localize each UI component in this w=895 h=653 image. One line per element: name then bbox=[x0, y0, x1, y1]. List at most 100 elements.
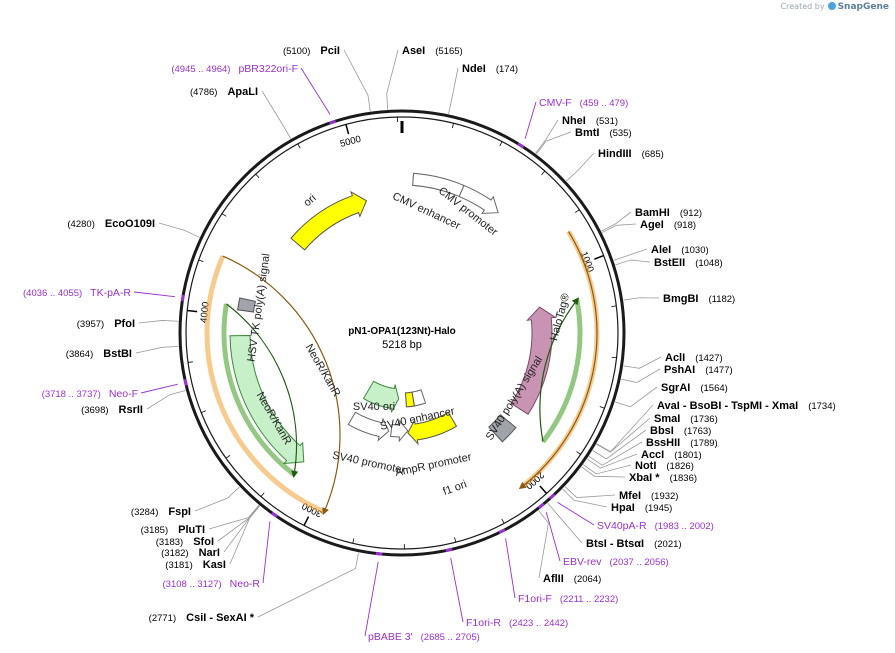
enzyme-leader bbox=[135, 345, 179, 354]
enzyme-position: (174) bbox=[496, 64, 518, 75]
enzyme-site: AseI(5165) bbox=[402, 45, 463, 57]
enzyme-site: AvaI - BsoBI - TspMI - XmaI(1734) bbox=[657, 400, 836, 412]
primer-range: (4945 .. 4964) bbox=[171, 64, 230, 75]
enzyme-leader bbox=[613, 248, 648, 261]
enzyme-leader bbox=[536, 131, 572, 155]
enzyme-site: (3698)RsrII bbox=[81, 404, 143, 416]
tick-mark bbox=[297, 143, 301, 149]
enzyme-leader bbox=[621, 368, 661, 383]
enzyme-site: NotI(1826) bbox=[635, 460, 694, 472]
primer-site: EBV-rev(2037 .. 2056) bbox=[563, 556, 669, 568]
tick-mark bbox=[541, 170, 546, 175]
enzyme-position: (2021) bbox=[654, 539, 681, 550]
primer-name: pBR322ori-F bbox=[238, 63, 298, 75]
tick-mark bbox=[454, 537, 457, 543]
feature-label: NeoR/KanR bbox=[303, 342, 343, 399]
enzyme-position: (1836) bbox=[670, 473, 697, 484]
enzyme-leader bbox=[146, 390, 186, 410]
orf-glow bbox=[204, 255, 326, 515]
orf-glow bbox=[221, 303, 296, 477]
enzyme-leader bbox=[623, 356, 662, 369]
enzyme-name: XbaI * bbox=[629, 472, 660, 484]
enzyme-site: (3957) PfoI bbox=[77, 318, 135, 330]
primer-mark bbox=[498, 528, 506, 534]
feature-label: ori bbox=[302, 192, 319, 209]
tick-mark bbox=[198, 259, 204, 263]
enzyme-site: SgrAI(1564) bbox=[661, 382, 728, 394]
enzyme-site: NdeI (174) bbox=[462, 63, 518, 75]
enzyme-name: MfeI bbox=[619, 490, 641, 502]
leader-lines bbox=[133, 49, 662, 637]
enzyme-position: (1945) bbox=[645, 503, 672, 514]
enzyme-position: (3185) bbox=[141, 525, 168, 536]
enzyme-leader bbox=[386, 49, 399, 110]
primer-site: (4945 .. 4964) pBR322ori-F bbox=[171, 63, 298, 75]
enzyme-leader bbox=[564, 486, 616, 498]
orf-glow bbox=[541, 299, 583, 444]
enzyme-position: (3183) bbox=[156, 537, 183, 548]
primer-leader bbox=[450, 557, 464, 623]
tick-mark bbox=[501, 518, 505, 524]
enzyme-site: BssHII(1789) bbox=[646, 437, 718, 449]
enzyme-position: (685) bbox=[642, 149, 664, 160]
enzyme-position: (1427) bbox=[695, 353, 722, 364]
enzyme-site: (3182) NarI bbox=[161, 547, 220, 559]
credit-prefix: Created by bbox=[780, 2, 825, 11]
enzyme-position: (1932) bbox=[651, 491, 678, 502]
tick-mark bbox=[201, 410, 207, 413]
tick-mark bbox=[611, 356, 617, 359]
enzyme-position: (5165) bbox=[435, 46, 462, 57]
enzyme-name: NdeI bbox=[462, 63, 486, 75]
enzyme-position: (1734) bbox=[808, 401, 835, 412]
primer-leader bbox=[140, 383, 178, 394]
enzyme-name: NotI bbox=[635, 460, 656, 472]
primer-range: (2685 .. 2705) bbox=[421, 632, 480, 643]
enzyme-position: (3864) bbox=[66, 349, 93, 360]
enzyme-site: BbsI(1763) bbox=[650, 425, 711, 437]
orf-line bbox=[226, 303, 299, 479]
enzyme-site: BtsI - BtsαI(2021) bbox=[586, 538, 682, 550]
enzyme-position: (1048) bbox=[695, 258, 722, 269]
orf-line bbox=[539, 297, 580, 442]
enzyme-name: FspI bbox=[168, 506, 191, 518]
tick-mark bbox=[611, 305, 617, 307]
enzyme-position: (3957) bbox=[77, 319, 104, 330]
enzyme-name: EcoO109I bbox=[105, 218, 155, 230]
feature-halotag- bbox=[510, 306, 557, 415]
enzyme-name: PshAI bbox=[664, 364, 695, 376]
enzyme-position: (3284) bbox=[131, 507, 158, 518]
tick-mark bbox=[594, 254, 604, 260]
primer-leader bbox=[364, 561, 379, 637]
primer-leader bbox=[545, 512, 561, 562]
enzyme-site: PshAI(1477) bbox=[664, 364, 733, 376]
enzyme-site: (3185)PluTI bbox=[141, 524, 205, 536]
tick-mark bbox=[187, 309, 198, 313]
enzyme-site: MfeI (1932) bbox=[619, 490, 678, 502]
enzyme-leader bbox=[596, 417, 651, 453]
enzyme-site: (3864)BstBI bbox=[66, 348, 132, 360]
enzyme-name: NarI bbox=[199, 547, 220, 559]
backbone-inner bbox=[185, 116, 619, 550]
enzyme-site: NheI(531) bbox=[562, 115, 618, 127]
primer-range: (2037 .. 2056) bbox=[610, 557, 669, 568]
enzyme-leader bbox=[158, 222, 200, 238]
enzyme-leader bbox=[208, 504, 260, 530]
enzyme-leader bbox=[538, 510, 549, 579]
enzyme-leader bbox=[586, 453, 638, 469]
primer-range: (4036 .. 4055) bbox=[23, 288, 82, 299]
enzyme-leader bbox=[623, 297, 660, 301]
enzyme-position: (3181) bbox=[165, 560, 192, 571]
enzyme-leader bbox=[257, 552, 359, 618]
enzyme-position: (1564) bbox=[700, 383, 727, 394]
enzyme-leader bbox=[217, 505, 260, 542]
enzyme-name: PfoI bbox=[114, 318, 135, 330]
tick-mark bbox=[599, 406, 605, 409]
enzyme-site: BmtI(535) bbox=[575, 127, 632, 139]
tick-mark bbox=[260, 492, 265, 497]
enzyme-name: AclI bbox=[665, 352, 685, 364]
primer-name: Neo-R bbox=[230, 578, 261, 590]
enzyme-position: (3182) bbox=[161, 548, 188, 559]
tick-mark bbox=[499, 141, 503, 147]
enzyme-leader bbox=[562, 488, 608, 508]
enzyme-name: ApaLI bbox=[227, 86, 258, 98]
